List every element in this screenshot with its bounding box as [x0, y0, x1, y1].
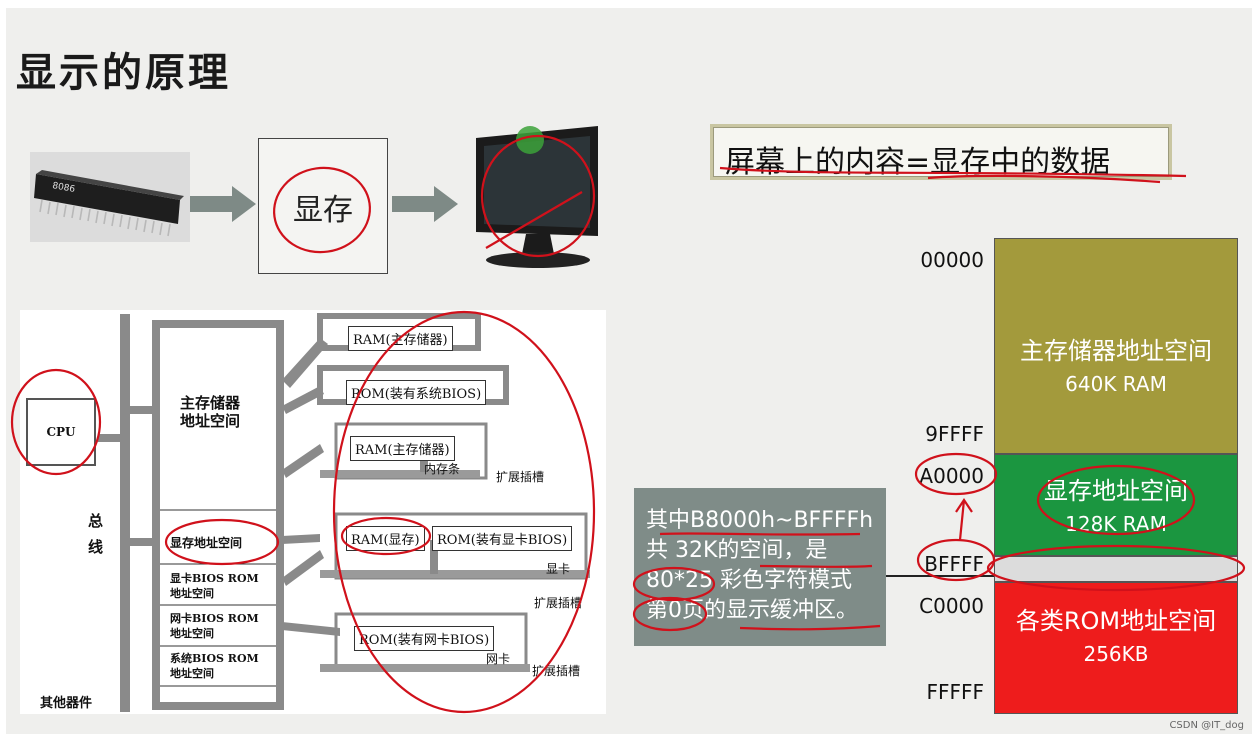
note-line-3: 80*25 彩色字符模式: [646, 568, 852, 593]
slot-ram-vram: RAM(显存): [346, 526, 425, 551]
slot-ram-main-1: RAM(主存储器): [348, 326, 453, 351]
main-memory-label-1: 主存储器: [180, 394, 241, 412]
bus-label-1: 总: [88, 512, 104, 530]
expansion-slot-label-3: 扩展插槽: [532, 664, 581, 678]
architecture-diagram: CPU 总 线 主存储器 地址空间 显存地址空间 显卡BIOS ROM 地址空间…: [20, 310, 606, 714]
main-memory-label-2: 地址空间: [180, 412, 241, 430]
video-bios-label-1: 显卡BIOS ROM: [170, 572, 259, 585]
vga-card-label: 显卡: [546, 562, 571, 576]
credit-watermark: CSDN @IT_dog: [1169, 720, 1244, 731]
slot-ram-main-2: RAM(主存储器): [350, 436, 455, 461]
cpu-box: CPU: [26, 398, 96, 466]
slot-rom-net: ROM(装有网卡BIOS): [354, 626, 495, 651]
address-c0000: C0000: [919, 594, 984, 618]
address-fffff: FFFFF: [926, 680, 984, 704]
chip-marking: 8086: [51, 181, 76, 195]
slot-rom-vga: ROM(装有显卡BIOS): [432, 526, 573, 551]
address-9ffff: 9FFFF: [925, 422, 984, 446]
segment-text-buffer: [994, 556, 1238, 582]
formula-text: 屏幕上的内容=显存中的数据: [725, 145, 1111, 180]
sys-bios-label-1: 系统BIOS ROM: [170, 652, 259, 665]
mem-stick-label: 内存条: [424, 462, 461, 476]
segment-vram-size: 128K RAM: [1065, 512, 1167, 536]
expansion-slot-label-2: 扩展插槽: [534, 596, 583, 610]
net-card-label: 网卡: [486, 652, 511, 666]
bus-label-2: 线: [88, 538, 104, 556]
note-line-4: 第0页的显示缓冲区。: [646, 598, 858, 623]
segment-rom-size: 256KB: [1083, 642, 1149, 666]
segment-vram: 显存地址空间 128K RAM: [994, 454, 1238, 556]
monitor-image: [476, 126, 598, 268]
segment-main-memory: 主存储器地址空间 640K RAM: [994, 238, 1238, 454]
segment-vram-label: 显存地址空间: [1044, 477, 1188, 505]
net-bios-label-2: 地址空间: [170, 627, 214, 640]
vram-label: 显存: [293, 193, 353, 228]
note-line-2: 共 32K的空间，是: [646, 538, 828, 563]
sys-bios-label-2: 地址空间: [170, 667, 214, 680]
note-line-1: 其中B8000h~BFFFFh: [646, 508, 874, 533]
address-00000: 00000: [920, 248, 984, 272]
address-a0000: A0000: [919, 464, 984, 488]
note-box: 其中B8000h~BFFFFh 共 32K的空间，是 80*25 彩色字符模式 …: [634, 488, 886, 646]
connector-line: [886, 575, 994, 577]
segment-main-size: 640K RAM: [1065, 372, 1167, 396]
net-bios-label-1: 网卡BIOS ROM: [170, 612, 259, 625]
page-title: 显示的原理: [16, 50, 231, 96]
expansion-slot-label-1: 扩展插槽: [496, 470, 545, 484]
slot-rom-sys: ROM(装有系统BIOS): [346, 380, 487, 405]
other-devices-label: 其他器件: [40, 696, 93, 711]
cpu-chip-image: 8086: [30, 152, 190, 242]
formula-box: 屏幕上的内容=显存中的数据: [710, 124, 1172, 180]
vram-box: 显存: [258, 138, 388, 274]
segment-rom-label: 各类ROM地址空间: [1015, 607, 1217, 635]
video-bios-label-2: 地址空间: [170, 587, 214, 600]
bus-lines: [98, 313, 590, 712]
arrow-right-icon: [190, 186, 256, 222]
segment-rom: 各类ROM地址空间 256KB: [994, 582, 1238, 714]
segment-main-label: 主存储器地址空间: [1020, 337, 1212, 365]
vram-space-label: 显存地址空间: [170, 536, 243, 550]
arrow-right-icon: [392, 186, 458, 222]
